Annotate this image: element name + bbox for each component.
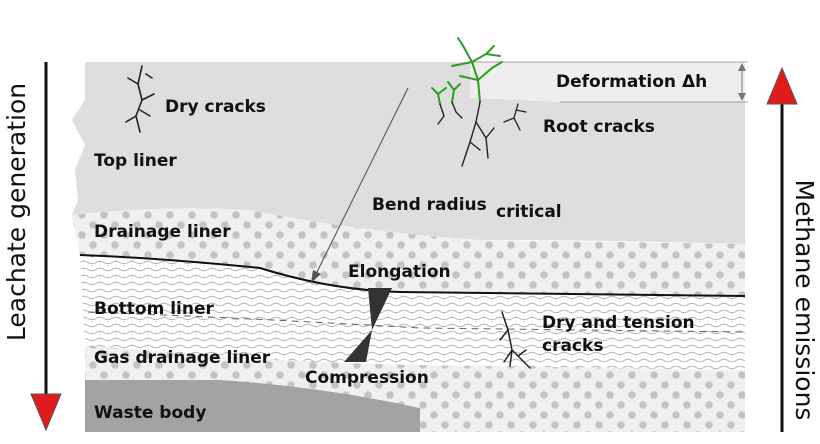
label-elongation: Elongation	[348, 262, 451, 282]
dry-cracks-icon	[125, 65, 155, 133]
label-leachate-generation: Leachate generation	[2, 83, 31, 341]
label-gas-drainage-liner: Gas drainage liner	[94, 348, 271, 368]
bend-radius-pointer	[315, 87, 409, 275]
label-drainage-liner: Drainage liner	[94, 222, 231, 242]
label-dry-tension-line1: Dry and tension	[542, 313, 695, 333]
deformation-arrow-head-top	[738, 63, 746, 71]
deformation-arrow-head-bottom	[738, 93, 746, 101]
leachate-arrow-head	[30, 393, 62, 432]
tension-cracks-icon	[499, 311, 531, 369]
bottom-liner-layer	[80, 255, 745, 370]
drainage-liner-layer	[72, 208, 745, 296]
compression-wedge	[344, 330, 372, 362]
label-compression: Compression	[305, 368, 429, 388]
label-deformation: Deformation Δh	[556, 72, 707, 92]
bottom-liner-dashed-line	[87, 311, 746, 333]
methane-arrow-head	[766, 66, 798, 105]
bottom-liner-boundary	[79, 254, 746, 297]
label-dry-tension-line2: cracks	[542, 336, 603, 356]
plant-icon	[431, 37, 503, 167]
deformation-zone	[470, 62, 745, 102]
label-top-liner: Top liner	[94, 151, 177, 171]
label-dry-cracks: Dry cracks	[165, 97, 266, 117]
label-waste-body: Waste body	[94, 403, 206, 423]
bend-radius-pointer-head	[311, 270, 321, 283]
label-bend-radius: Bend radius	[372, 195, 487, 215]
elongation-wedge	[368, 288, 392, 330]
waste-body-layer	[85, 380, 420, 432]
top-liner-layer	[72, 62, 745, 244]
root-cracks-icon	[503, 103, 527, 131]
label-bend-radius-critical: critical	[496, 202, 562, 222]
label-methane-emissions: Methane emissions	[790, 180, 819, 421]
label-bottom-liner: Bottom liner	[94, 299, 214, 319]
label-root-cracks: Root cracks	[543, 117, 655, 137]
